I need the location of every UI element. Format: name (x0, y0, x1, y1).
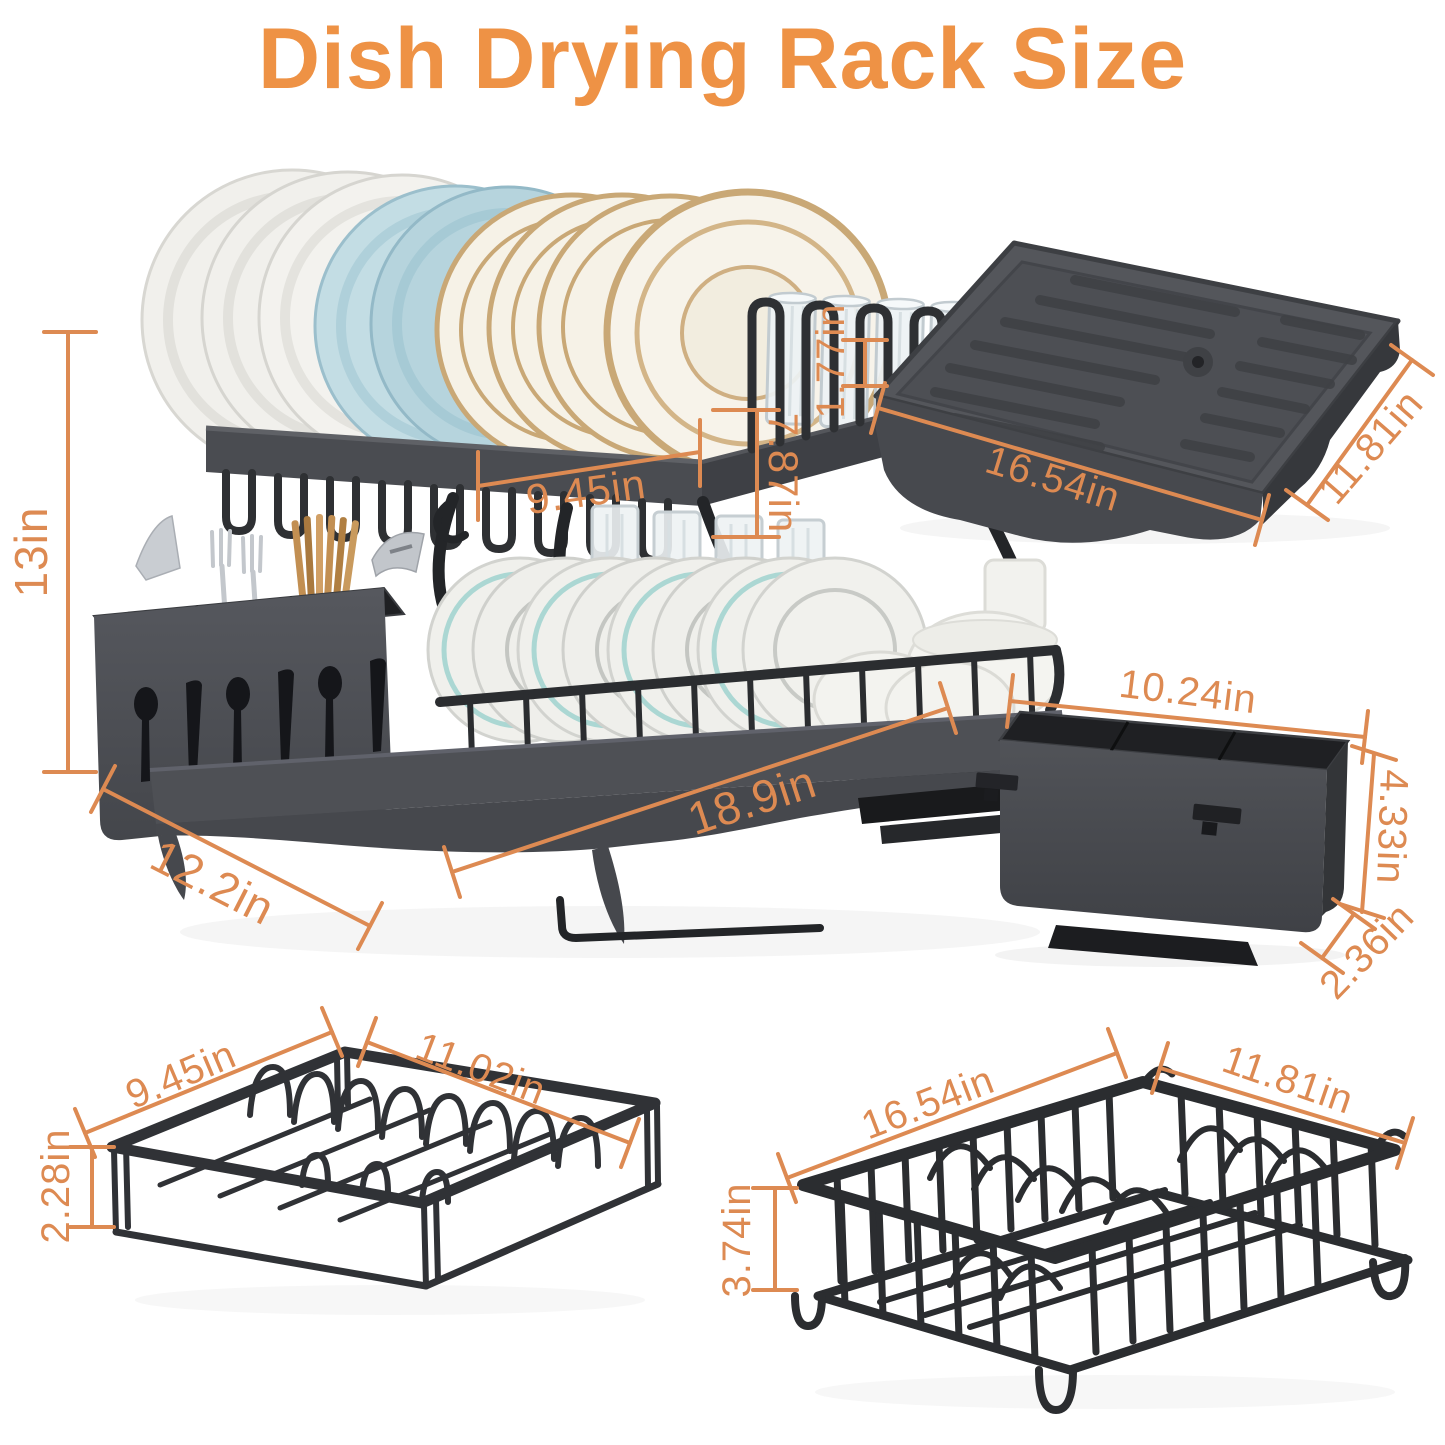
dim-label-tray-height: 1.77in (809, 303, 853, 419)
utensil-holder-photo (975, 710, 1351, 966)
dim-line-main-length (442, 681, 958, 899)
dim-line-holder-height (1338, 744, 1398, 920)
dim-line-tray-height (841, 338, 889, 388)
dim-line-main-top-width (476, 418, 702, 522)
dim-line-large-basket-length (776, 1027, 1128, 1204)
dim-line-tray-width (1284, 343, 1435, 522)
dim-label-holder-height: 4.33in (1368, 768, 1416, 886)
dim-label-small-basket-height: 2.28in (34, 1128, 78, 1244)
dim-line-tray-length (869, 381, 1271, 547)
rack-base-group (149, 710, 1072, 944)
dim-line-large-basket-width (1150, 1041, 1415, 1170)
dim-label-large-basket-height: 3.74in (715, 1182, 759, 1298)
dim-line-small-basket-height (68, 1145, 116, 1229)
dim-label-main-height: 13in (5, 506, 57, 598)
top-plates-group (140, 168, 893, 478)
dim-line-small-basket-length (356, 1016, 641, 1169)
dim-label-main-top-height: 7.87in (760, 412, 807, 534)
dim-line-main-top-height (711, 408, 781, 539)
dim-line-large-basket-height (751, 1186, 799, 1292)
main-rack-photo (92, 168, 1072, 944)
small-wire-basket-photo (106, 1046, 662, 1290)
dim-line-holder-length (1005, 673, 1370, 765)
dim-line-holder-width (1299, 897, 1377, 975)
large-wire-basket-photo (791, 1065, 1413, 1414)
dim-line-main-height (42, 330, 98, 774)
dim-line-main-depth (89, 764, 384, 951)
page-title: Dish Drying Rack Size (257, 11, 1188, 107)
drainboard-tray-photo (873, 240, 1401, 543)
